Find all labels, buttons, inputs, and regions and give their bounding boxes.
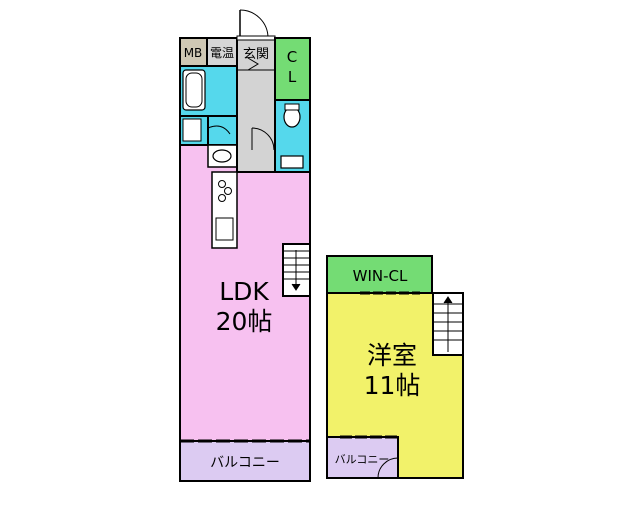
label-denon: 電温 xyxy=(210,46,234,60)
door-swing-icon xyxy=(236,9,276,41)
toilet-icon xyxy=(280,103,304,169)
label-entrance: 玄関 xyxy=(243,47,269,62)
label-closet-l: L xyxy=(288,68,297,86)
balcony-left xyxy=(179,440,311,482)
balcony-right xyxy=(326,436,399,479)
label-western-size: 11帖 xyxy=(364,371,421,400)
stove-icon xyxy=(218,180,232,202)
stairs-icon xyxy=(432,292,464,356)
label-win-cl: WIN-CL xyxy=(353,267,408,285)
label-ldk-size: 20帖 xyxy=(216,307,273,336)
washbasin-icon xyxy=(207,144,238,168)
sink-icon xyxy=(215,217,234,241)
washroom-2 xyxy=(207,115,238,146)
label-mb: MB xyxy=(184,46,203,60)
label-western: 洋室 xyxy=(367,341,417,370)
closet-cl xyxy=(274,37,311,101)
stairs-icon xyxy=(282,243,311,297)
bathtub-icon xyxy=(182,69,206,111)
label-balcony-right: バルコニー xyxy=(335,453,390,466)
walk-in-closet xyxy=(326,255,433,294)
label-ldk: LDK xyxy=(219,277,269,306)
label-balcony-left: バルコニー xyxy=(210,455,280,471)
label-closet-c: C xyxy=(287,48,297,66)
